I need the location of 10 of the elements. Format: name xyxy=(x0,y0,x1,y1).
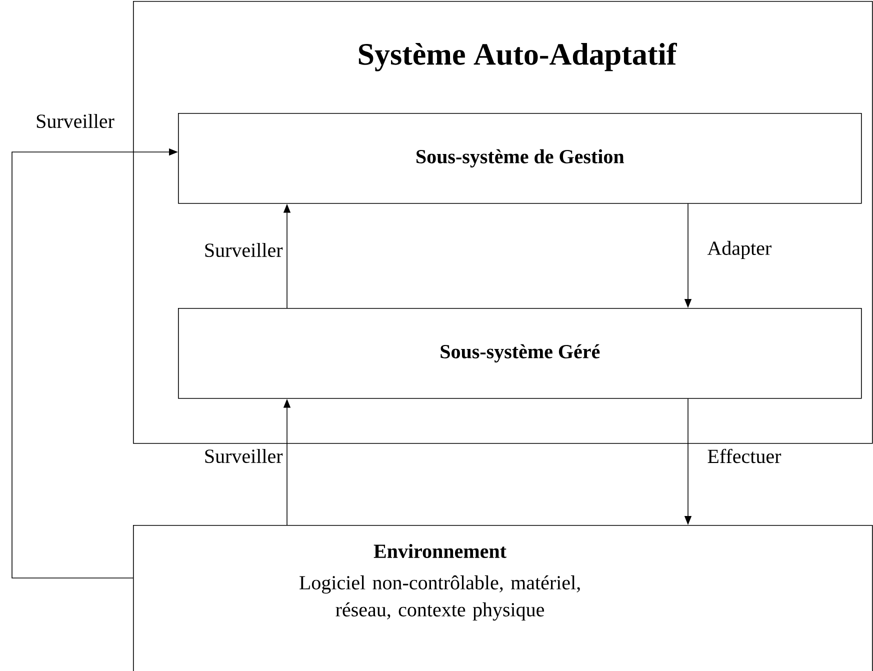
edge-label: Surveiller xyxy=(202,242,284,258)
edge-label: Effectuer xyxy=(706,448,782,464)
description: Logiciel non-contrôlable, matériel, réseau, contexte physique xyxy=(300,575,580,621)
edge-label: Surveiller xyxy=(34,112,116,130)
heading: Environnement xyxy=(374,544,506,558)
process-box: Sous-système Géré xyxy=(178,308,862,399)
edge-label: Surveiller xyxy=(202,448,284,464)
edge-label: Adapter xyxy=(706,240,773,260)
title: Système Auto-Adaptatif xyxy=(358,42,677,72)
process-box: Sous-système de Gestion xyxy=(178,113,862,204)
